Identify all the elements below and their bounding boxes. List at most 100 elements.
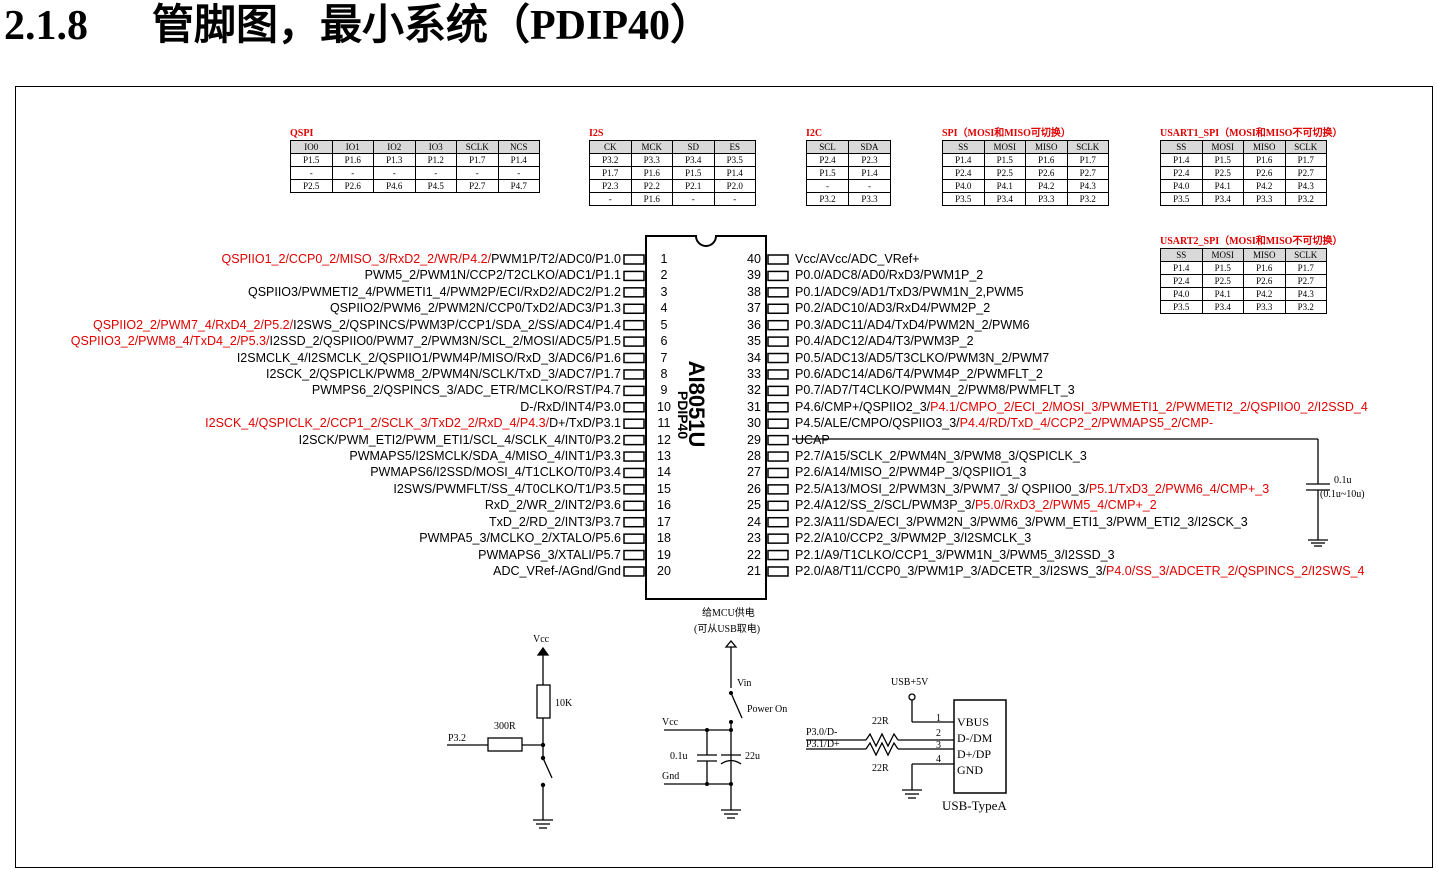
power-gnd-label: Gnd	[662, 771, 680, 782]
pin-table-title: SPI（MOSI和MISO可切换）	[942, 128, 1071, 139]
pin-functions: P0.6/ADC14/AD6/T4/PWM4P_2/PWMFLT_2	[795, 366, 1043, 381]
pin-table-cell: P3.3	[630, 153, 673, 167]
pin-number: 31	[747, 399, 761, 414]
pin-alt-functions: QSPIIO3_2/PWM8_4/TxD4_2/P5.3/	[70, 334, 270, 349]
pin-stub	[767, 418, 789, 429]
pin-table-cell: P4.3	[1284, 179, 1327, 193]
pin-functions: P0.7/AD7/T4CLKO/PWM4N_2/PWM8/PWMFLT_3	[795, 383, 1075, 398]
pin-functions: Vcc/AVcc/ADC_VRef+	[795, 252, 920, 266]
pin-stub	[623, 566, 645, 577]
pin-stub	[623, 484, 645, 495]
pin-table-cell: P2.7	[1066, 166, 1109, 180]
pin-table-cell: P2.7	[1284, 166, 1327, 180]
reset-pin-label: P3.2	[448, 733, 467, 744]
pin-number: 29	[747, 432, 761, 447]
pin-table-cell: P3.3	[1243, 300, 1286, 314]
right-pin-label: P0.7/AD7/T4CLKO/PWM4N_2/PWM8/PWMFLT_3	[795, 382, 1075, 398]
usb-pin-1: 1	[936, 713, 941, 724]
pin-stub	[623, 369, 645, 380]
pin-stub	[767, 434, 789, 446]
reset-series-resistor: 300R	[494, 721, 516, 732]
right-pin-label: P2.6/A14/MISO_2/PWM4P_3/QSPIIO1_3	[795, 464, 1026, 480]
pin-stub	[767, 484, 789, 495]
left-pin-label: RxD_2/WR_2/INT2/P3.6	[485, 497, 621, 513]
pin-stub	[623, 287, 645, 298]
pin-table-cell: -	[848, 179, 891, 193]
pin-table-cell: -	[497, 166, 540, 180]
pin-table-cell: P1.4	[1160, 153, 1203, 167]
right-pin-label: P4.6/CMP+/QSPIIO2_3/P4.1/CMPO_2/ECI_2/MO…	[795, 399, 1368, 415]
pin-table-cell: P3.3	[1025, 192, 1068, 206]
power-note-usb: (可从USB取电)	[694, 624, 761, 635]
pin-table-cell: P1.4	[1160, 261, 1203, 275]
pin-table-cell: P3.2	[589, 153, 632, 167]
pin-stub	[623, 254, 645, 265]
pin-table-cell: P1.7	[1066, 153, 1109, 167]
pin-functions: P0.5/ADC13/AD5/T3CLKO/PWM3N_2/PWM7	[795, 350, 1050, 365]
pin-table-header: SS	[942, 140, 985, 154]
pin-number: 14	[657, 465, 671, 480]
pin-table-cell: P4.0	[1160, 287, 1203, 301]
usb-connector-label: USB-TypeA	[942, 798, 1007, 813]
section-heading: 管脚图，最小系统（PDIP40）	[152, 3, 712, 49]
pin-table-header: SDA	[848, 140, 891, 154]
pin-table-cell: P2.4	[1160, 274, 1203, 288]
pin-alt-functions: P5.1/TxD3_2/PWM6_4/CMP+_3	[1088, 481, 1270, 496]
pin-number: 26	[747, 481, 761, 496]
usb-dp-pin-label: P3.1/D+	[806, 739, 840, 750]
pin-stub	[767, 336, 789, 347]
pin-table-header: MISO	[1243, 248, 1286, 262]
pin-table-cell: P3.2	[1284, 300, 1327, 314]
pin-functions: P0.3/ADC11/AD4/TxD4/PWM2N_2/PWM6	[795, 317, 1030, 332]
power-vcc-label: Vcc	[662, 717, 679, 728]
pin-alt-functions: P4.0/SS_3/ADCETR_2/QSPINCS_2/I2SWS_4	[1106, 563, 1365, 578]
pin-number: 20	[657, 563, 671, 578]
right-pin-label: UCAP	[795, 432, 830, 448]
pin-table-cell: P3.2	[806, 192, 849, 206]
pin-table-cell: P1.6	[1025, 153, 1068, 167]
pin-stub	[767, 369, 789, 380]
pin-alt-functions: I2SCK_4/QSPICLK_2/CCP1_2/SCLK_3/TxD2_2/R…	[205, 416, 550, 431]
pin-table-header: NCS	[497, 140, 540, 154]
pin-functions: PWMAPS5/I2SMCLK/SDA_4/MISO_4/INT1/P3.3	[349, 449, 621, 464]
pin-table-cell: P1.4	[497, 153, 540, 167]
pin-number: 18	[657, 531, 671, 546]
pin-functions: P2.6/A14/MISO_2/PWM4P_3/QSPIIO1_3	[795, 465, 1027, 480]
pin-table-cell: -	[331, 166, 374, 180]
cap-0.1u-label: 0.1u	[670, 751, 688, 762]
usb-dp-resistor: 22R	[872, 763, 889, 774]
pin-functions: P2.2/A10/CCP2_3/PWM2P_3/I2SMCLK_3	[795, 531, 1032, 546]
pin-number: 13	[657, 449, 671, 464]
pin-table-cell: P2.6	[1243, 274, 1286, 288]
pin-number: 5	[660, 317, 668, 332]
pin-functions: I2SMCLK_4/I2SMCLK_2/QSPIIO1/PWM4P/MISO/R…	[236, 350, 621, 365]
pin-number: 7	[660, 350, 668, 365]
pin-alt-functions: P4.1/CMPO_2/ECI_2/MOSI_3/PWMETI1_2/PWMET…	[930, 399, 1368, 414]
pin-table-header: MOSI	[1201, 248, 1244, 262]
pin-table-header: MOSI	[1201, 140, 1244, 154]
pin-functions: D-/RxD/INT4/P3.0	[520, 399, 621, 414]
pin-table-cell: -	[806, 179, 849, 193]
pin-stub	[623, 549, 645, 561]
pin-number: 16	[657, 498, 671, 513]
pin-table-cell: P4.2	[1025, 179, 1068, 193]
pin-number: 17	[657, 514, 671, 529]
pin-table-cell: P2.5	[983, 166, 1026, 180]
pin-table-cell: P4.1	[1201, 179, 1244, 193]
right-pin-label: P2.2/A10/CCP2_3/PWM2P_3/I2SMCLK_3	[795, 530, 1031, 546]
right-pin-label: P2.7/A15/SCLK_2/PWM4N_3/PWM8_3/QSPICLK_3	[795, 448, 1087, 464]
